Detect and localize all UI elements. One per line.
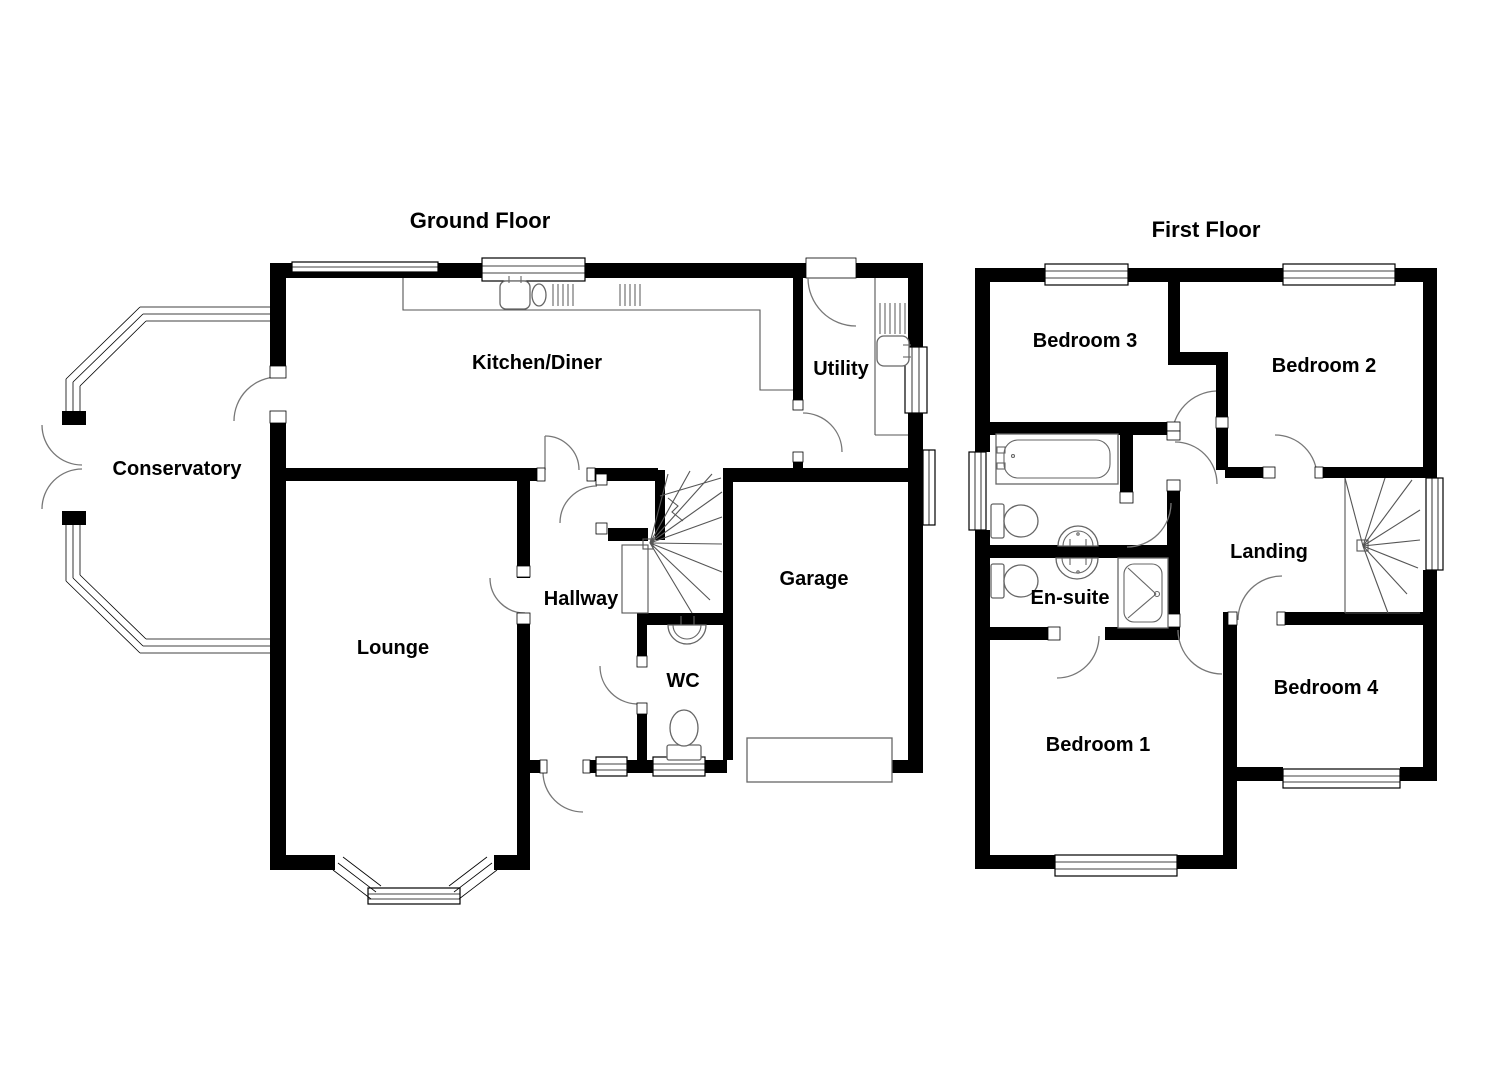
- kitchen-counter: [402, 276, 793, 391]
- front-door: [542, 771, 584, 813]
- room-label-garage: Garage: [780, 568, 849, 590]
- ensuite-door: [1056, 635, 1100, 679]
- bathroom-basin-icon: [1057, 525, 1099, 547]
- utility-drainer-icon: [879, 303, 906, 334]
- ground-floor-walls: [62, 263, 923, 870]
- utility-exterior-door: [807, 277, 857, 327]
- bathroom-toilet-icon: [990, 503, 1039, 539]
- stairs-ground-icon: [621, 470, 723, 614]
- first-floor-walls: [975, 268, 1437, 869]
- bedroom2-door: [1274, 434, 1318, 478]
- room-label-en-suite: En-suite: [1031, 587, 1110, 609]
- hallway-inner-door: [559, 485, 598, 524]
- room-label-hallway: Hallway: [544, 588, 619, 610]
- first-floor-title: First Floor: [1152, 217, 1261, 242]
- bedroom2-window: [1282, 263, 1396, 286]
- ground-floor-plan: Ground Floor Kitchen/Diner Utility Conse…: [41, 208, 936, 905]
- kitchen-window: [481, 257, 586, 282]
- wc-toilet-icon: [666, 709, 702, 761]
- bedroom1-door: [1177, 629, 1223, 675]
- hallway-window: [595, 756, 628, 777]
- utility-door: [802, 412, 843, 453]
- bathroom-fixtures: [990, 433, 1119, 547]
- ground-floor-title: Ground Floor: [410, 208, 551, 233]
- bedroom1-window: [1054, 854, 1178, 877]
- lounge-door: [489, 577, 526, 614]
- ground-floor-jambs: [269, 365, 804, 774]
- bay-window: [332, 856, 498, 905]
- room-label-lounge: Lounge: [357, 637, 429, 659]
- bathroom-window: [968, 451, 987, 531]
- room-label-kitchen-diner: Kitchen/Diner: [472, 352, 602, 374]
- ensuite-fixtures: [990, 557, 1169, 629]
- wc-basin-icon: [667, 624, 707, 645]
- kitchen-door: [544, 435, 580, 471]
- room-label-conservatory: Conservatory: [113, 458, 243, 480]
- room-label-utility: Utility: [813, 358, 869, 380]
- landing-corridor-door: [1174, 441, 1218, 485]
- first-floor-jambs: [1047, 416, 1324, 641]
- room-label-bedroom1: Bedroom 1: [1046, 734, 1150, 756]
- ground-floor-doors: [41, 257, 857, 813]
- bathroom-door: [1126, 502, 1172, 548]
- first-floor-plan: First Floor Bedroom 3 Bedroom 2 Landing …: [968, 217, 1444, 877]
- utility-window: [904, 346, 928, 414]
- shower-icon: [1117, 557, 1169, 629]
- room-label-landing: Landing: [1230, 541, 1308, 563]
- ground-floor-windows: [291, 257, 936, 777]
- conservatory-windows: [65, 306, 272, 654]
- kitchen-drainer-icon: [552, 284, 641, 306]
- wc-fixtures: [666, 616, 707, 761]
- bathtub-icon: [995, 433, 1119, 485]
- stairs-window: [1425, 477, 1444, 571]
- kitchen-sink-icon: [499, 280, 531, 310]
- bedroom4-door: [1237, 575, 1283, 621]
- room-label-bedroom2: Bedroom 2: [1272, 355, 1376, 377]
- garage-door: [746, 737, 893, 783]
- utility-sink-icon: [876, 335, 910, 367]
- utility-counter: [874, 278, 911, 436]
- ensuite-toilet-icon: [990, 563, 1039, 599]
- room-label-wc: WC: [666, 670, 699, 692]
- bedroom4-window: [1282, 768, 1401, 789]
- ensuite-basin-icon: [1055, 557, 1099, 580]
- stairs-first-icon: [1344, 477, 1421, 614]
- wc-door: [599, 665, 639, 705]
- first-floor-doors: [1056, 390, 1318, 679]
- bedroom3-window: [1044, 263, 1129, 286]
- first-floor-windows: [968, 263, 1444, 877]
- conservatory-french-door: [41, 424, 83, 466]
- room-label-bedroom3: Bedroom 3: [1033, 330, 1137, 352]
- room-label-bedroom4: Bedroom 4: [1274, 677, 1379, 699]
